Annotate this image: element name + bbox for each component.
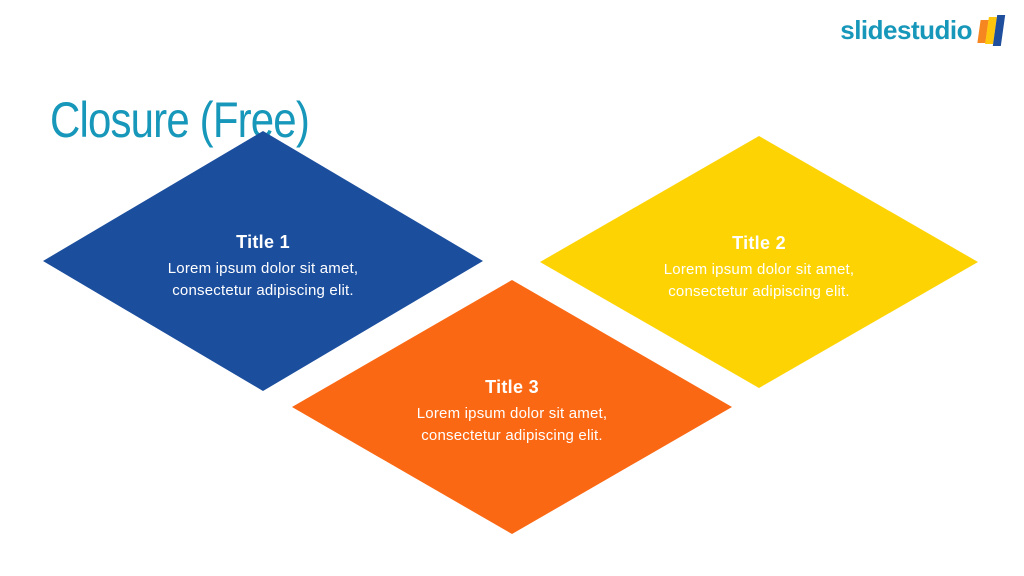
- brand-wordmark: slidestudio: [840, 15, 972, 45]
- diamond-shape-3: [292, 280, 732, 534]
- diamond-shape-2: [540, 136, 978, 388]
- diamond-shape-1: [43, 131, 483, 391]
- brand-logo: slidestudio: [840, 14, 1006, 46]
